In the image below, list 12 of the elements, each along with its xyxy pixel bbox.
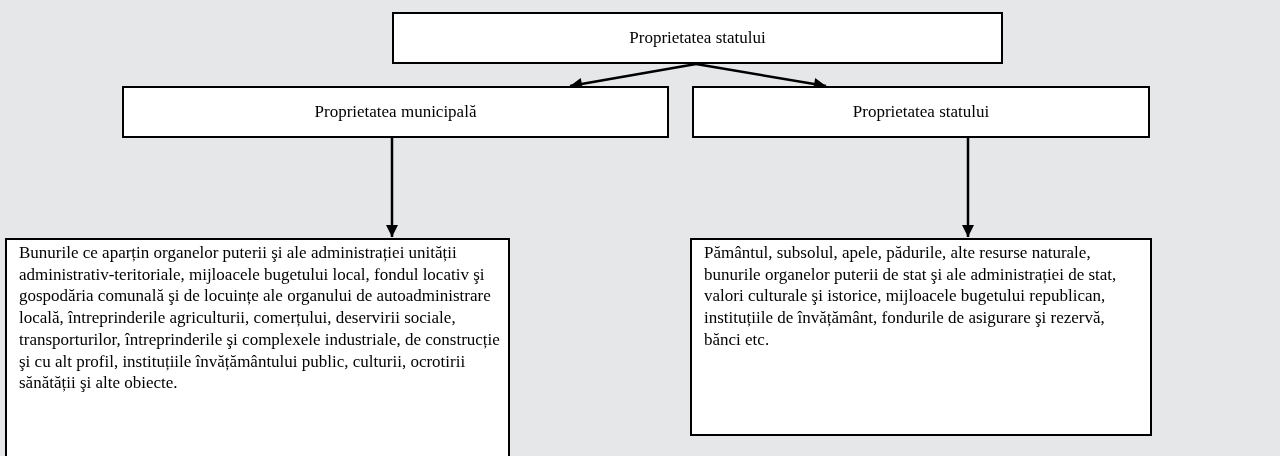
category-box	[122, 86, 669, 138]
description-text: Bunurile ce aparțin organelor puterii şi ale administrației unității administrativ-teritoriale, mijloacele bugetului local, fondul locativ şi gospodăria comunală şi de locuințe ale organului de autoadministrare locală, întreprinderile agriculturii, comerțului, deservirii sociale, transporturilor, întreprinderile şi complexele industriale, de construcție şi cu alt profil, instituțiile învățământului public, culturii, ocrotirii sănătății şi alte obiecte.	[19, 243, 500, 393]
content-box	[5, 238, 510, 456]
description-text: Pământul, subsolul, apele, pădurile, alte resurse naturale, bunurile organelor puterii de stat şi ale administrației de stat, valori culturale şi istorice, mijloacele bugetului republican, instituțiile de învățământ, fondurile de asigurare şi rezervă, bănci etc.	[704, 243, 1117, 349]
category-box	[392, 12, 1003, 64]
box-title: Proprietatea municipală	[314, 102, 477, 122]
box-title: Proprietatea statului	[852, 102, 990, 122]
arrow	[386, 138, 398, 237]
arrow	[962, 138, 974, 237]
content-box	[690, 238, 1152, 436]
box-title: Proprietatea statului	[629, 28, 766, 48]
category-box	[692, 86, 1150, 138]
